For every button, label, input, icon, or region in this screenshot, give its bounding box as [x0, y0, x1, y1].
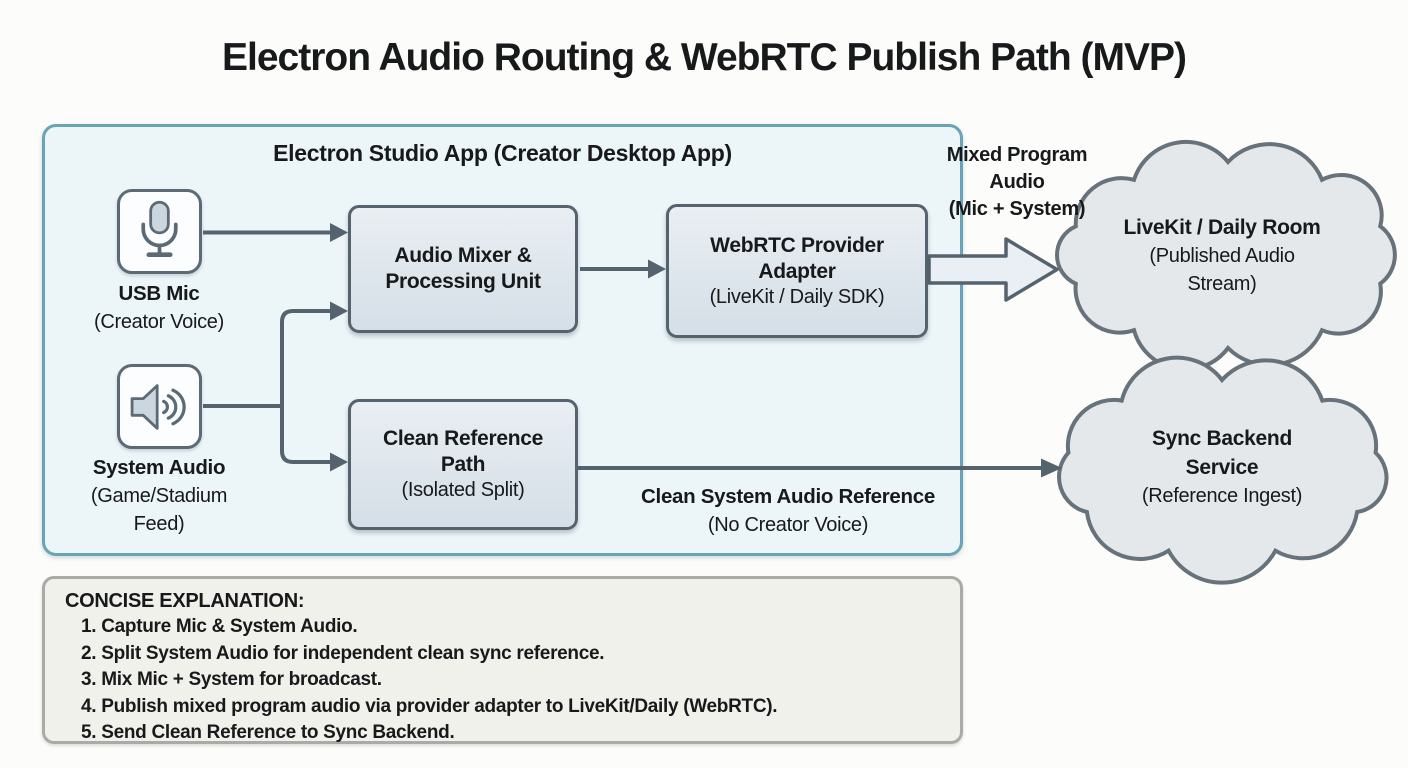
mixer-line1: Audio Mixer &	[394, 244, 532, 267]
explanation-panel: CONCISE EXPLANATION: 1. Capture Mic & Sy…	[42, 576, 963, 744]
cleanref-line2: Path	[440, 453, 486, 476]
explanation-item-3: 3. Mix Mic + System for broadcast.	[81, 669, 382, 690]
mixed-audio-block-arrow	[927, 237, 1059, 302]
cleanref-to-sync-arrowhead	[1041, 458, 1062, 478]
webrtc-adapter-node: WebRTC Provider Adapter (LiveKit / Daily…	[666, 204, 928, 338]
speaker-icon	[130, 384, 186, 430]
system-audio-name: System Audio	[92, 456, 226, 479]
page-title: Electron Audio Routing & WebRTC Publish …	[222, 36, 1187, 79]
connector-lines	[203, 230, 1042, 470]
explanation-item-5: 5. Send Clean Reference to Sync Backend.	[81, 722, 455, 743]
arrowheads	[330, 223, 1062, 478]
clean-output-label: Clean System Audio Reference (No Creator…	[598, 482, 978, 539]
explanation-item-4: 4. Publish mixed program audio via provi…	[81, 695, 778, 717]
usb-mic-name: USB Mic	[118, 282, 200, 305]
junction-to-cleanref-arrowhead	[330, 452, 348, 472]
cleanref-detail: (Isolated Split)	[401, 479, 525, 501]
junction-to-mixer-arrowhead	[330, 301, 348, 321]
sync-backend-name: Sync Backend Service	[1152, 427, 1292, 479]
junction-to-cleanref-line	[280, 406, 331, 464]
mixer-line2: Processing Unit	[385, 270, 541, 293]
mixer-to-webrtc-arrowhead	[648, 259, 666, 279]
cleanref-line1: Clean Reference	[382, 427, 544, 450]
usb-mic-tile	[117, 189, 202, 274]
mic-to-mixer-arrowhead	[330, 223, 348, 242]
livekit-cloud-name: LiveKit / Daily Room	[1123, 216, 1321, 239]
mixed-program-detail: (Mic + System)	[948, 198, 1086, 220]
usb-mic-detail: (Creator Voice)	[94, 311, 224, 333]
mixed-program-name: Mixed Program Audio	[946, 144, 1088, 193]
system-audio-tile	[117, 364, 202, 449]
explanation-heading: CONCISE EXPLANATION:	[65, 590, 305, 612]
system-audio-detail: (Game/Stadium Feed)	[90, 485, 228, 535]
sync-backend-cloud-label: Sync Backend Service (Reference Ingest)	[1102, 424, 1342, 510]
sync-backend-detail: (Reference Ingest)	[1141, 485, 1303, 507]
clean-output-detail: (No Creator Voice)	[707, 514, 869, 536]
webrtc-line2: Adapter	[758, 259, 836, 283]
webrtc-detail: (LiveKit / Daily SDK)	[709, 285, 885, 308]
microphone-icon	[141, 200, 178, 258]
junction-to-mixer-line	[280, 309, 331, 406]
explanation-item-1: 1. Capture Mic & System Audio.	[81, 616, 358, 637]
clean-reference-node: Clean Reference Path (Isolated Split)	[348, 399, 578, 530]
webrtc-line1: WebRTC Provider	[710, 233, 884, 257]
mixed-program-label: Mixed Program Audio (Mic + System)	[907, 142, 1127, 223]
usb-mic-label: USB Mic (Creator Voice)	[64, 280, 254, 336]
livekit-cloud-detail: (Published Audio Stream)	[1149, 245, 1295, 295]
sync-backend-cloud-icon	[1057, 355, 1389, 585]
clean-output-name: Clean System Audio Reference	[641, 485, 935, 508]
explanation-item-2: 2. Split System Audio for independent cl…	[81, 642, 605, 664]
system-audio-label: System Audio (Game/Stadium Feed)	[84, 454, 234, 538]
audio-mixer-node: Audio Mixer & Processing Unit	[348, 205, 578, 333]
livekit-cloud-label: LiveKit / Daily Room (Published Audio St…	[1102, 213, 1342, 298]
livekit-cloud-icon	[1054, 139, 1397, 372]
studio-container-label: Electron Studio App (Creator Desktop App…	[273, 140, 732, 166]
